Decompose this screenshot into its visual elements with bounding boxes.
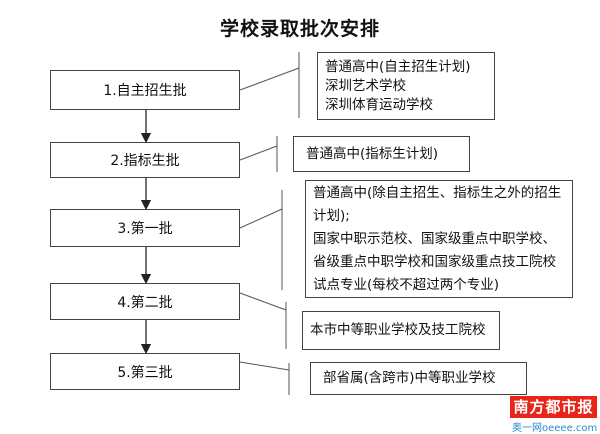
schools-box-4: 本市中等职业学校及技工院校 [302, 311, 500, 350]
watermark-logo: 南方都市报 [510, 396, 597, 418]
school-item: 国家中职示范校、国家级重点中职学校、省级重点中职学校和国家级重点技工院校试点专业… [313, 230, 556, 293]
school-item: 部省属(含跨市)中等职业学校 [323, 370, 496, 386]
batch-box-1: 1.自主招生批 [50, 70, 240, 110]
batch-box-2: 2.指标生批 [50, 142, 240, 178]
school-item: 深圳艺术学校 [325, 77, 406, 94]
school-item: 普通高中(除自主招生、指标生之外的招生计划); [313, 184, 562, 224]
batch-box-3: 3.第一批 [50, 209, 240, 247]
schools-box-2: 普通高中(指标生计划) [293, 136, 470, 172]
school-item: 本市中等职业学校及技工院校 [310, 322, 486, 338]
schools-box-5: 部省属(含跨市)中等职业学校 [310, 362, 527, 395]
schools-box-3: 普通高中(除自主招生、指标生之外的招生计划); 国家中职示范校、国家级重点中职学… [305, 180, 573, 298]
batch-box-4: 4.第二批 [50, 283, 240, 320]
school-item: 深圳体育运动学校 [325, 96, 433, 113]
schools-box-1: 普通高中(自主招生计划) 深圳艺术学校 深圳体育运动学校 [317, 52, 495, 120]
school-item: 普通高中(自主招生计划) [325, 58, 471, 75]
batch-box-5: 5.第三批 [50, 353, 240, 390]
watermark-site: 奥一网oeeee.com [512, 423, 598, 434]
school-item: 普通高中(指标生计划) [306, 145, 439, 162]
diagram-title: 学校录取批次安排 [219, 18, 380, 40]
